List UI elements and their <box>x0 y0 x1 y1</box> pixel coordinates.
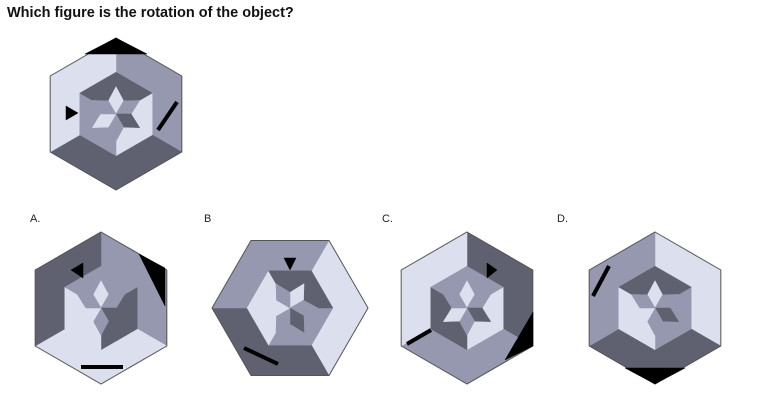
option-c-label[interactable]: C. <box>382 213 393 225</box>
black-bar-mark <box>156 100 179 132</box>
hexagon-outline <box>211 239 369 377</box>
star-point <box>91 100 117 115</box>
original-figure[interactable] <box>49 37 183 191</box>
black-bar-mark <box>591 265 611 297</box>
option-c-figure[interactable] <box>400 231 534 385</box>
black-triangle-mark <box>65 105 79 121</box>
black-triangle-mark <box>70 262 84 279</box>
hexagon-outline <box>49 37 183 191</box>
black-triangle-mark <box>283 257 297 271</box>
option-a-label[interactable]: A. <box>30 213 41 225</box>
black-bar-mark <box>243 346 279 366</box>
question-text: Which figure is the rotation of the obje… <box>7 5 294 21</box>
star-point <box>76 294 102 309</box>
black-triangle-mark <box>624 367 686 385</box>
star-point <box>275 283 291 309</box>
option-b-figure[interactable] <box>211 239 369 377</box>
black-bar-mark <box>405 328 433 346</box>
black-triangle-mark <box>486 262 498 279</box>
black-triangle-mark <box>84 37 148 55</box>
black-triangle-mark <box>504 311 534 361</box>
star-point <box>442 294 468 309</box>
option-b-label[interactable]: B <box>204 213 212 225</box>
hexagon-outline <box>34 231 168 385</box>
hexagon-outline <box>400 231 534 385</box>
star-point <box>630 294 656 309</box>
option-a-figure[interactable] <box>34 231 168 385</box>
option-d-figure[interactable] <box>588 231 722 385</box>
black-triangle-mark <box>138 253 166 307</box>
option-d-label[interactable]: D. <box>557 213 568 225</box>
